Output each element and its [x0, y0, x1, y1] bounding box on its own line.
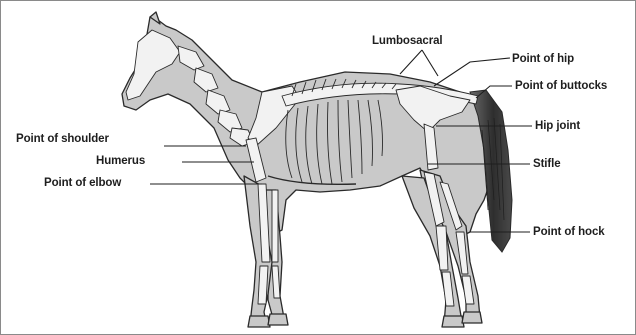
label-humerus: Humerus	[96, 155, 145, 168]
label-lumbosacral: Lumbosacral	[372, 35, 442, 48]
label-point-of-elbow: Point of elbow	[44, 177, 121, 190]
label-stifle: Stifle	[533, 158, 561, 171]
leader-lumbosacral	[400, 50, 438, 76]
horse-body-silhouette	[122, 12, 498, 327]
label-hip-joint: Hip joint	[535, 120, 580, 133]
leader-point-of-hip	[434, 58, 510, 86]
label-point-of-buttocks: Point of buttocks	[515, 80, 607, 93]
label-point-of-shoulder: Point of shoulder	[16, 133, 109, 146]
label-point-of-hip: Point of hip	[512, 53, 574, 66]
label-point-of-hock: Point of hock	[533, 226, 605, 239]
